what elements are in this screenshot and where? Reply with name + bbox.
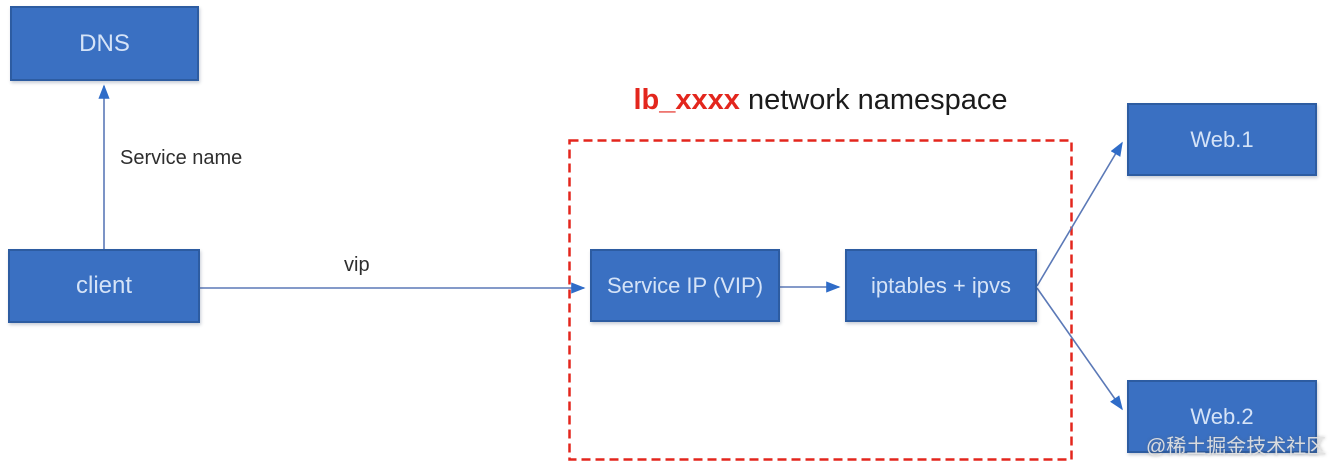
node-dns-label: DNS <box>79 29 130 57</box>
node-dns: DNS <box>10 6 199 81</box>
iptables-to-web2-arrow <box>1036 287 1123 411</box>
node-client: client <box>8 249 200 323</box>
node-service-ip: Service IP (VIP) <box>590 249 780 322</box>
node-web2-label: Web.2 <box>1190 403 1254 429</box>
namespace-title-rest: network namespace <box>739 84 1008 116</box>
node-client-label: client <box>75 272 133 299</box>
watermark: @稀土掘金技术社区 <box>1146 436 1327 458</box>
node-iptables-ipvs-label: iptables + ipvs <box>870 272 1012 298</box>
node-iptables-ipvs: iptables + ipvs <box>845 249 1037 322</box>
node-web1-label: Web.1 <box>1190 126 1254 152</box>
node-web1: Web.1 <box>1127 103 1317 176</box>
node-web2: Web.2 <box>1127 380 1317 453</box>
node-service-ip-label: Service IP (VIP) <box>606 272 764 298</box>
namespace-boundary <box>568 139 1073 461</box>
iptables-to-web1-arrow <box>1036 141 1123 287</box>
namespace-title: lb_xxxx network namespace <box>569 84 1072 117</box>
service-name-edge-label: Service name <box>120 147 243 169</box>
namespace-title-highlight: lb_xxxx <box>633 84 740 116</box>
vip-edge-label: vip <box>344 254 370 276</box>
